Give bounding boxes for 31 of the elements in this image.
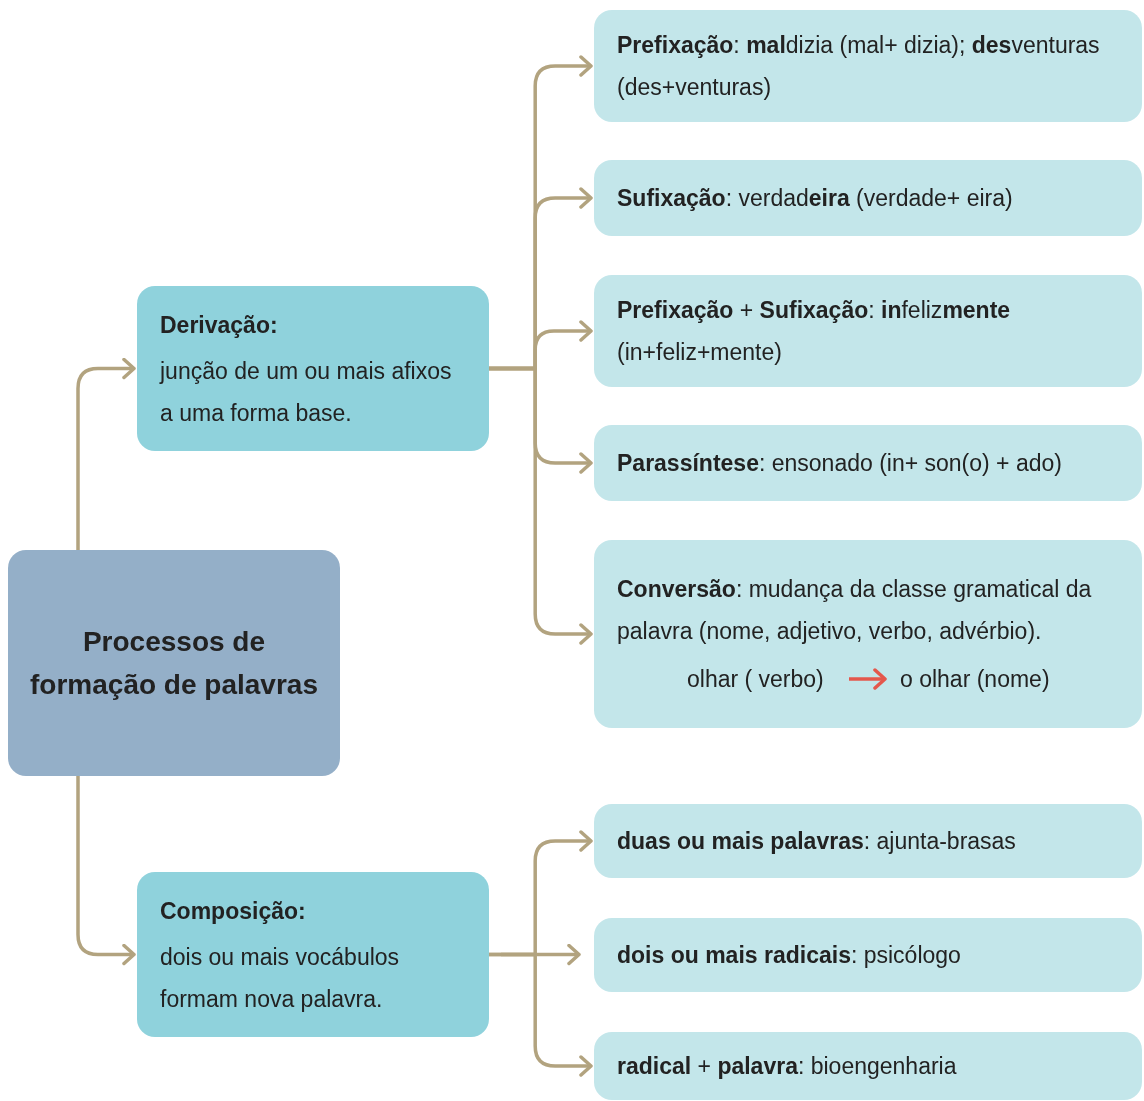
node-text: duas ou mais palavras: ajunta-brasas bbox=[617, 827, 1017, 856]
example-box bbox=[594, 918, 1142, 992]
example-box bbox=[594, 10, 1142, 122]
node-heading: Composição: bbox=[160, 897, 307, 926]
example-box bbox=[594, 804, 1142, 878]
example-text: o olhar (nome) bbox=[900, 662, 1070, 696]
topic-box bbox=[8, 550, 340, 776]
connector-arrow bbox=[76, 357, 136, 550]
connector-arrow bbox=[76, 776, 136, 966]
connector-arrow bbox=[849, 668, 887, 690]
example-box bbox=[594, 425, 1142, 501]
node-text: radical + palavra: bioengenharia bbox=[617, 1052, 958, 1081]
example-box bbox=[594, 540, 1142, 728]
node-text: Conversão: mudança da classe gramatical da palavra (nome, adjetivo, verbo, advérbio). bbox=[617, 575, 1093, 646]
node-text: dois ou mais vocábulos formam nova palavra. bbox=[160, 943, 401, 1014]
node-text: Prefixação + Sufixação: infelizmente (in+feliz+mente) bbox=[617, 296, 1012, 367]
node-text: junção de um ou mais afixos a uma forma base. bbox=[160, 357, 453, 428]
node-text: Parassíntese: ensonado (in+ son(o) + ado) bbox=[617, 449, 1063, 478]
title-text: Processos de formação de palavras bbox=[29, 625, 319, 702]
node-text: Sufixação: verdadeira (verdade+ eira) bbox=[617, 184, 1014, 213]
connector-arrow bbox=[489, 366, 593, 645]
category-box bbox=[137, 872, 489, 1037]
example-text: olhar ( verbo) bbox=[687, 662, 837, 696]
node-text: Prefixação: maldizia (mal+ dizia); desventuras (des+venturas) bbox=[617, 31, 1101, 102]
category-box bbox=[137, 286, 489, 451]
example-box bbox=[594, 1032, 1142, 1100]
node-text: dois ou mais radicais: psicólogo bbox=[617, 941, 962, 970]
node-heading: Derivação: bbox=[160, 311, 279, 340]
example-box bbox=[594, 275, 1142, 387]
example-box bbox=[594, 160, 1142, 236]
connector-arrow bbox=[489, 952, 593, 1077]
